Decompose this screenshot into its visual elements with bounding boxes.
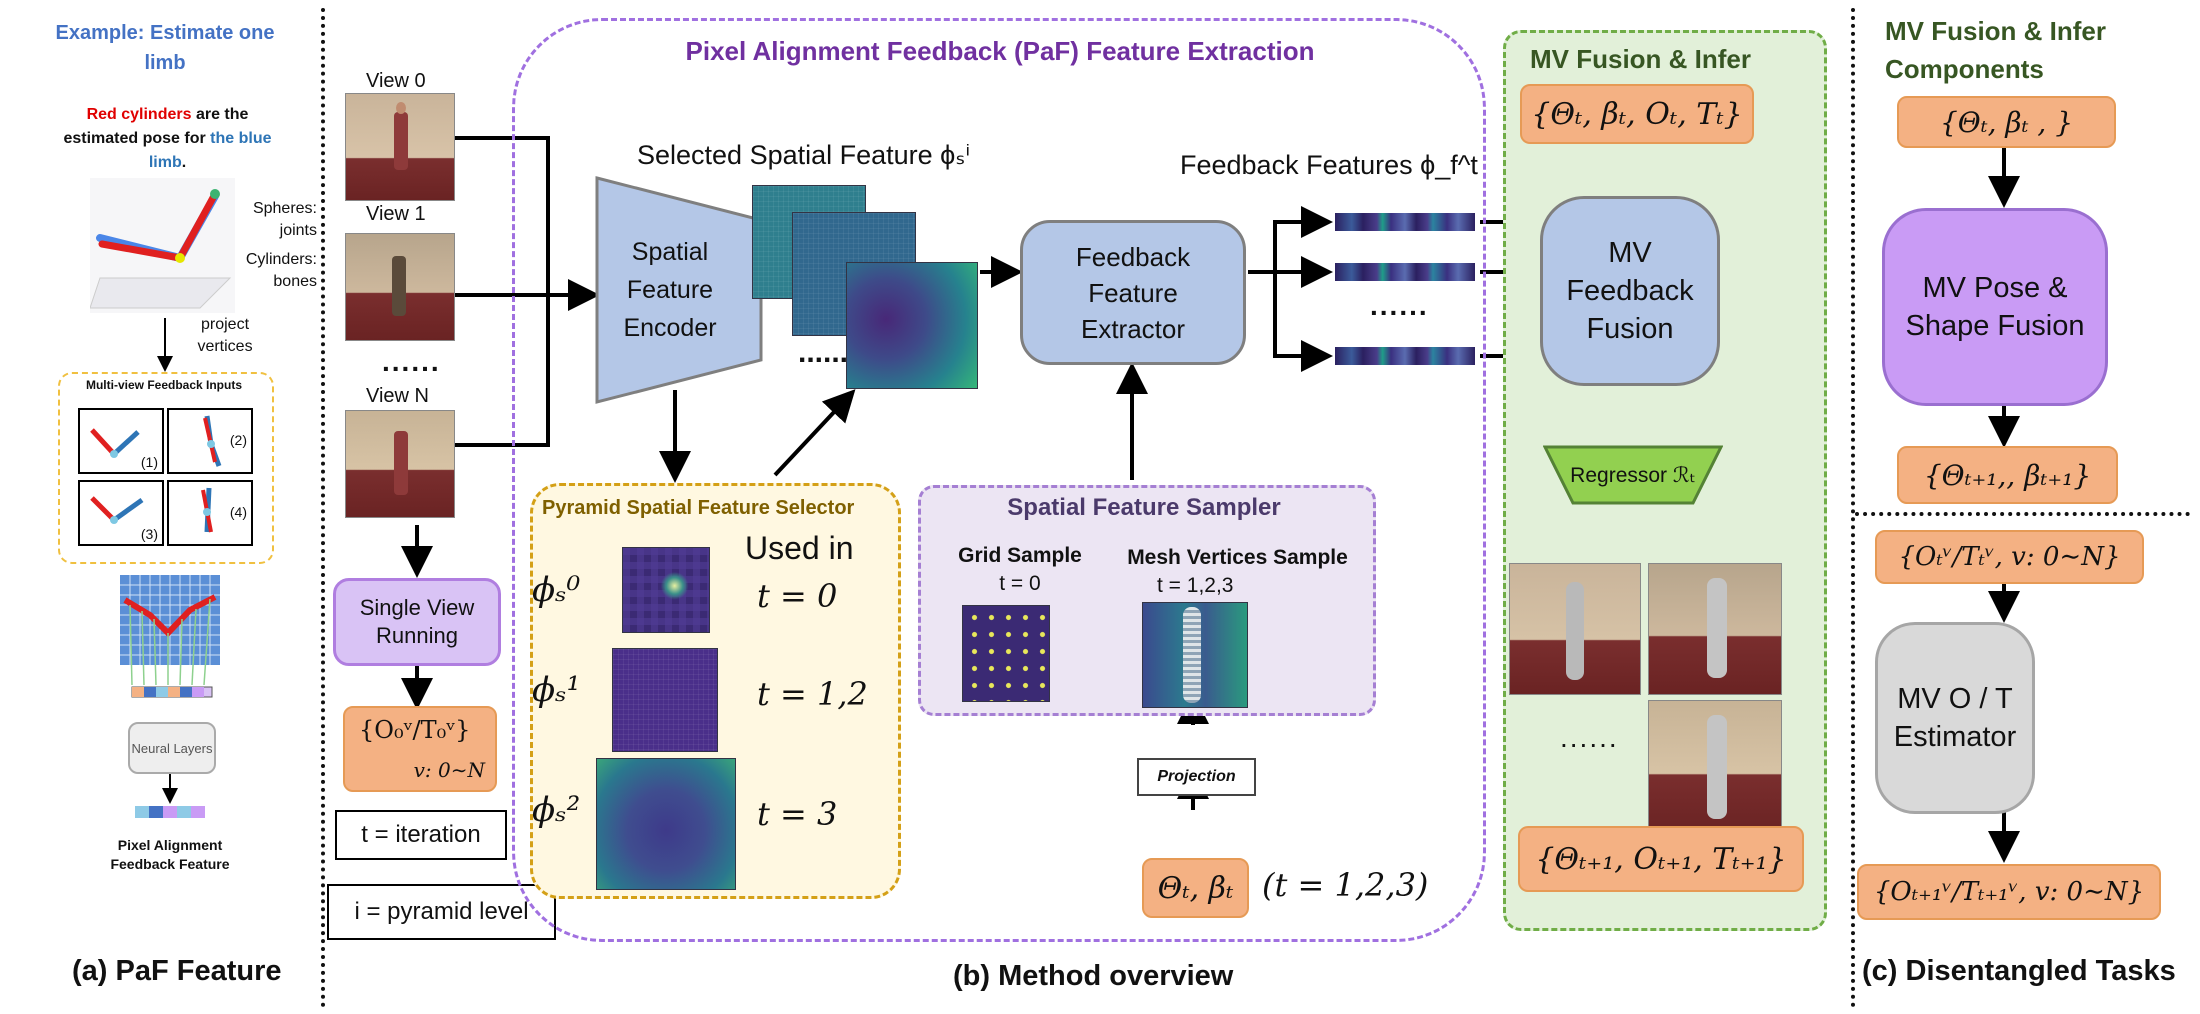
pyramid-t-2: t = 3	[757, 795, 838, 833]
theta-beta-box: Θₜ, βₜ	[1142, 858, 1249, 918]
caption-c: (c) Disentangled Tasks	[1862, 955, 2176, 987]
mv-result-dots: ......	[1560, 722, 1619, 753]
neural-layers-box: Neural Layers	[128, 722, 216, 774]
paf-extraction-title: Pixel Alignment Feedback (PaF) Feature E…	[685, 36, 1315, 66]
legend-pyramid-box: i = pyramid level	[327, 884, 556, 940]
pyramid-t-1: t = 1,2	[757, 675, 868, 713]
pyramid-symbol-1: ϕₛ¹	[532, 670, 581, 710]
sv-output-top: {O₀ᵛ/T₀ᵛ}	[359, 716, 471, 744]
pyramid-level-2-map	[596, 758, 736, 890]
mv-feedback-inputs-title: Multi-view Feedback Inputs	[85, 378, 243, 392]
mesh-sample-map	[1142, 602, 1248, 708]
views-dots: ......	[382, 346, 441, 377]
project-vertices-label: project vertices	[197, 316, 253, 355]
theta-beta-t-label: (t = 1,2,3)	[1262, 866, 1429, 904]
caption-b: (b) Method overview	[953, 960, 1234, 992]
sv-output-bottom: v: 0∼N	[413, 758, 485, 782]
panel-a-description: Red cylinders are the estimated pose for…	[55, 103, 280, 175]
selected-spatial-feature-label: Selected Spatial Feature ϕₛⁱ	[637, 140, 971, 170]
spatial-feature-encoder-shape	[595, 176, 763, 404]
mv-feedback-fusion-box: MV Feedback Fusion	[1540, 196, 1720, 386]
feedback-features-label: Feedback Features ϕ_f^t	[1180, 150, 1478, 180]
regressor-label: Regressor ℛₜ	[1570, 463, 1696, 487]
mv-result-photo-3	[1648, 700, 1782, 834]
pyramid-symbol-0: ϕₛ⁰	[532, 570, 581, 610]
view1-label: View 1	[366, 203, 426, 225]
pyramid-used-in: Used in	[745, 530, 854, 566]
paf-output-bar	[135, 806, 205, 818]
panel-c-output1-box: {Θₜ₊₁,, βₜ₊₁}	[1897, 446, 2118, 504]
legend-cylinders: Cylinders: bones	[245, 251, 317, 290]
panel-c-title: MV Fusion & Infer Components	[1885, 16, 2106, 84]
mv-input-2-label: (2)	[229, 432, 247, 448]
mv-ot-estimator-box: MV O / T Estimator	[1875, 622, 2035, 814]
spatial-feature-encoder: Spatial Feature Encoder	[623, 238, 717, 342]
view1-photo	[345, 233, 455, 341]
mesh-sample-label: Mesh Vertices Sample	[1127, 546, 1348, 569]
pyramid-level-1-map	[612, 648, 718, 752]
viewN-label: View N	[366, 385, 429, 407]
mv-feedback-inputs-box	[58, 372, 274, 564]
single-view-output-box: {O₀ᵛ/T₀ᵛ} v: 0∼N	[343, 706, 497, 792]
mv-input-3: (3)	[78, 480, 164, 546]
pyramid-symbol-2: ϕₛ²	[532, 790, 581, 830]
desc-mid-text: are the estimated pose for	[63, 106, 249, 147]
spatial-feature-sampler-title: Spatial Feature Sampler	[1007, 494, 1281, 521]
mv-result-photo-2	[1648, 563, 1782, 695]
paf-extraction-box	[512, 18, 1486, 942]
paf-output-label: Pixel Alignment Feedback Feature	[110, 837, 230, 872]
heatmap-dots: ......	[798, 336, 849, 369]
view0-photo	[345, 93, 455, 201]
desc-red-text: Red cylinders	[86, 106, 192, 123]
mv-input-4: (4)	[167, 480, 253, 546]
mv-input-box: {Θₜ, βₜ, Oₜ, Tₜ}	[1520, 84, 1754, 144]
mv-input-2: (2)	[167, 408, 253, 474]
separator-b-c	[1851, 8, 1855, 1008]
desc-end-text: .	[181, 154, 187, 171]
feedback-feature-extractor: Feedback Feature Extractor	[1020, 220, 1246, 365]
caption-a: (a) PaF Feature	[72, 955, 282, 987]
mv-input-1-label: (1)	[140, 454, 158, 470]
mv-output-box: {Θₜ₊₁, Oₜ₊₁, Tₜ₊₁}	[1518, 826, 1804, 892]
feedback-feature-bar-1	[1335, 213, 1475, 231]
feedback-feature-bar-3	[1335, 347, 1475, 365]
panel-a-title: Example: Estimate one limb	[55, 22, 275, 74]
regressor-shape	[1543, 445, 1723, 505]
pyramid-level-0-map	[622, 547, 710, 633]
mv-input-1: (1)	[78, 408, 164, 474]
projection-box: Projection	[1137, 758, 1256, 796]
pyramid-t-0: t = 0	[757, 577, 838, 615]
selected-feature-map-3	[846, 262, 978, 389]
mv-fusion-title: MV Fusion & Infer	[1530, 44, 1751, 74]
pyramid-selector-title: Pyramid Spatial Feature Selector	[542, 497, 855, 519]
feedback-feature-bar-2	[1335, 263, 1475, 281]
separator-c-horizontal	[1855, 512, 2190, 516]
legend-spheres: Spheres: joints	[252, 200, 317, 239]
panel-c-input-box: {Θₜ, βₜ , }	[1897, 96, 2116, 148]
feedback-bars-dots: ......	[1370, 290, 1429, 321]
grid-sample-map	[962, 605, 1050, 702]
mv-input-3-label: (3)	[140, 526, 158, 542]
grid-sample-t: t = 0	[999, 572, 1041, 595]
pixel-grid-illustration	[120, 575, 220, 698]
view0-label: View 0	[366, 70, 426, 92]
mesh-sample-t: t = 1,2,3	[1157, 574, 1234, 597]
panel-c-ot-output-box: {Oₜ₊₁ᵛ/Tₜ₊₁ᵛ, v: 0∼N}	[1857, 864, 2161, 920]
mv-input-4-label: (4)	[229, 504, 247, 520]
panel-c-ot-input-box: {Oₜᵛ/Tₜᵛ, v: 0∼N}	[1875, 530, 2144, 584]
grid-sample-label: Grid Sample	[958, 544, 1082, 567]
legend-iteration-box: t = iteration	[335, 810, 507, 860]
viewN-photo	[345, 410, 455, 518]
desc-blue-text: the blue limb	[148, 130, 272, 171]
mv-pose-shape-fusion-box: MV Pose & Shape Fusion	[1882, 208, 2108, 406]
separator-a-b	[321, 8, 325, 1008]
mv-result-photo-1	[1509, 563, 1641, 695]
limb-illustration	[90, 178, 235, 313]
single-view-running-box: Single View Running	[333, 578, 501, 666]
